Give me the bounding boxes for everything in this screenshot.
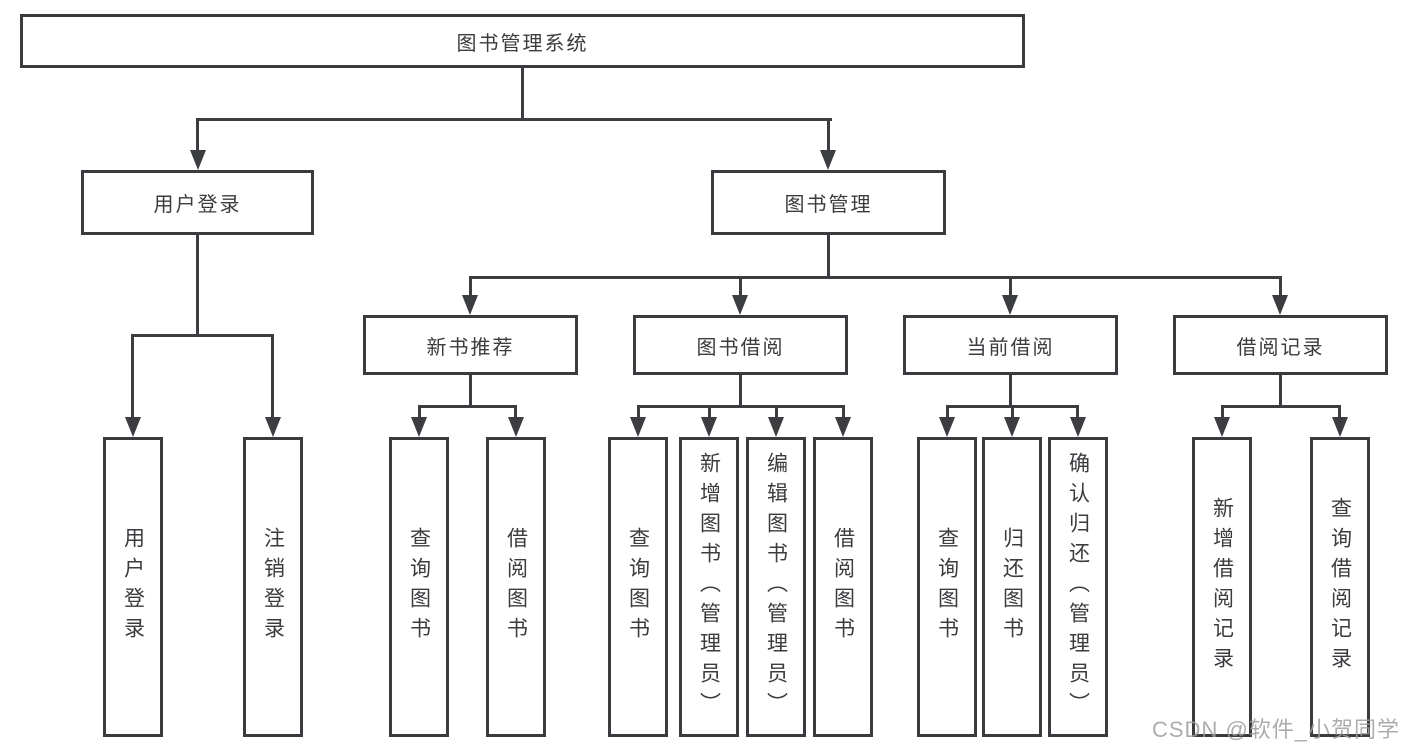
connector-new-book-bar bbox=[418, 405, 517, 408]
leaf-recommend-borrow-books: 借阅图书 bbox=[486, 437, 546, 737]
arrowhead-b2 bbox=[508, 417, 524, 437]
leaf-add-borrow-record: 新增借阅记录 bbox=[1192, 437, 1252, 737]
leaf-borrowing-borrow-books: 借阅图书 bbox=[813, 437, 873, 737]
connector-drop-borrowing-records bbox=[1279, 276, 1282, 297]
leaf-current-query-books: 查询图书 bbox=[917, 437, 977, 737]
connector-borrowing-records-bar bbox=[1221, 405, 1341, 408]
node-user-login: 用户登录 bbox=[81, 170, 314, 235]
leaf-query-borrow-record-label: 查询借阅记录 bbox=[1328, 497, 1352, 677]
connector-book-management-stem bbox=[827, 235, 830, 278]
connector-drop-b1 bbox=[418, 405, 421, 419]
arrowhead-e2 bbox=[1332, 417, 1348, 437]
connector-drop-b2 bbox=[514, 405, 517, 419]
connector-user-login-bar bbox=[131, 334, 274, 337]
leaf-recommend-query-books: 查询图书 bbox=[389, 437, 449, 737]
connector-drop-c2 bbox=[708, 405, 711, 419]
connector-current-borrowing-stem bbox=[1009, 375, 1012, 407]
arrowhead-leaf-logout bbox=[265, 417, 281, 437]
connector-borrowing-records-stem bbox=[1279, 375, 1282, 407]
arrowhead-user-login bbox=[190, 150, 206, 170]
arrowhead-c4 bbox=[835, 417, 851, 437]
arrowhead-d2 bbox=[1004, 417, 1020, 437]
connector-book-borrowing-stem bbox=[739, 375, 742, 407]
leaf-return-books-label: 归还图书 bbox=[1000, 527, 1024, 647]
leaf-add-books-admin-label: 新增图书（管理员） bbox=[697, 452, 721, 722]
connector-new-book-stem bbox=[469, 375, 472, 407]
node-user-login-label: 用户登录 bbox=[153, 194, 242, 216]
arrowhead-c3 bbox=[768, 417, 784, 437]
connector-level1-bar bbox=[196, 118, 832, 121]
connector-drop-leaf-user-login bbox=[131, 334, 134, 419]
connector-drop-current-borrowing bbox=[1009, 276, 1012, 297]
leaf-recommend-query-books-label: 查询图书 bbox=[407, 527, 431, 647]
connector-drop-c4 bbox=[842, 405, 845, 419]
node-book-borrowing-label: 图书借阅 bbox=[696, 336, 785, 359]
connector-drop-new-book bbox=[469, 276, 472, 297]
arrowhead-book-borrowing bbox=[732, 295, 748, 315]
node-borrowing-records-label: 借阅记录 bbox=[1236, 336, 1325, 359]
leaf-borrowing-query-books: 查询图书 bbox=[608, 437, 668, 737]
arrowhead-current-borrowing bbox=[1002, 295, 1018, 315]
arrowhead-d3 bbox=[1070, 417, 1086, 437]
leaf-edit-books-admin: 编辑图书（管理员） bbox=[746, 437, 806, 737]
node-book-borrowing: 图书借阅 bbox=[633, 315, 848, 375]
connector-drop-book-borrowing bbox=[739, 276, 742, 297]
node-borrowing-records: 借阅记录 bbox=[1173, 315, 1388, 375]
connector-user-login-stem bbox=[196, 235, 199, 336]
leaf-confirm-return-admin: 确认归还（管理员） bbox=[1048, 437, 1108, 737]
arrowhead-e1 bbox=[1214, 417, 1230, 437]
leaf-confirm-return-admin-label: 确认归还（管理员） bbox=[1066, 452, 1090, 722]
connector-drop-c3 bbox=[775, 405, 778, 419]
csdn-watermark: CSDN @软件_小贺同学 bbox=[1152, 717, 1401, 742]
leaf-add-books-admin: 新增图书（管理员） bbox=[679, 437, 739, 737]
leaf-logout: 注销登录 bbox=[243, 437, 303, 737]
node-current-borrowing: 当前借阅 bbox=[903, 315, 1118, 375]
arrowhead-borrowing-records bbox=[1272, 295, 1288, 315]
connector-drop-c1 bbox=[637, 405, 640, 419]
node-new-book-recommend: 新书推荐 bbox=[363, 315, 578, 375]
connector-book-borrowing-bar bbox=[637, 405, 845, 408]
arrowhead-b1 bbox=[411, 417, 427, 437]
leaf-user-login: 用户登录 bbox=[103, 437, 163, 737]
connector-drop-e1 bbox=[1221, 405, 1224, 419]
leaf-borrowing-query-books-label: 查询图书 bbox=[626, 527, 650, 647]
leaf-user-login-label: 用户登录 bbox=[121, 527, 145, 647]
connector-drop-d2 bbox=[1011, 405, 1014, 419]
connector-level3-bar bbox=[469, 276, 1282, 279]
connector-drop-book-management bbox=[827, 118, 830, 152]
connector-drop-e2 bbox=[1338, 405, 1341, 419]
node-root-system-label: 图书管理系统 bbox=[456, 32, 589, 55]
connector-drop-d3 bbox=[1076, 405, 1079, 419]
leaf-current-query-books-label: 查询图书 bbox=[935, 527, 959, 647]
arrowhead-c1 bbox=[630, 417, 646, 437]
connector-drop-d1 bbox=[946, 405, 949, 419]
leaf-recommend-borrow-books-label: 借阅图书 bbox=[504, 527, 528, 647]
arrowhead-new-book bbox=[462, 295, 478, 315]
leaf-borrowing-borrow-books-label: 借阅图书 bbox=[831, 527, 855, 647]
node-current-borrowing-label: 当前借阅 bbox=[966, 336, 1055, 359]
node-book-management-label: 图书管理 bbox=[784, 194, 873, 216]
arrowhead-d1 bbox=[939, 417, 955, 437]
connector-drop-user-login bbox=[196, 118, 199, 152]
leaf-logout-label: 注销登录 bbox=[261, 527, 285, 647]
leaf-query-borrow-record: 查询借阅记录 bbox=[1310, 437, 1370, 737]
arrowhead-leaf-user-login bbox=[125, 417, 141, 437]
leaf-return-books: 归还图书 bbox=[982, 437, 1042, 737]
node-book-management: 图书管理 bbox=[711, 170, 946, 235]
leaf-add-borrow-record-label: 新增借阅记录 bbox=[1210, 497, 1234, 677]
arrowhead-c2 bbox=[701, 417, 717, 437]
arrowhead-book-management bbox=[820, 150, 836, 170]
connector-root-stem bbox=[521, 68, 524, 120]
connector-drop-leaf-logout bbox=[271, 334, 274, 419]
leaf-edit-books-admin-label: 编辑图书（管理员） bbox=[764, 452, 788, 722]
node-new-book-recommend-label: 新书推荐 bbox=[426, 336, 515, 359]
node-root-system: 图书管理系统 bbox=[20, 14, 1025, 68]
